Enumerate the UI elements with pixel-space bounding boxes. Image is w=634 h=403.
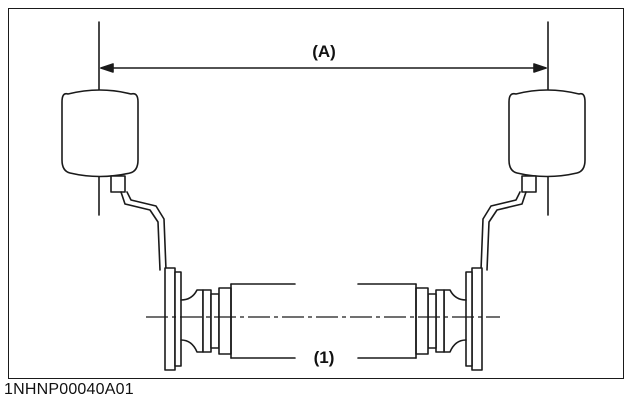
right-tire xyxy=(508,89,586,178)
left-flange xyxy=(164,267,204,371)
right-strut xyxy=(480,191,527,271)
dimension-label-a: (A) xyxy=(312,42,336,61)
left-tire xyxy=(61,89,139,178)
part-label-1: (1) xyxy=(314,348,335,367)
figure-code: 1NHNP00040A01 xyxy=(4,381,134,398)
right-hub-nub xyxy=(521,175,537,193)
left-strut xyxy=(120,191,167,271)
right-flange xyxy=(443,267,483,371)
right-axle-housing xyxy=(357,283,445,359)
left-axle-housing xyxy=(202,283,296,359)
left-hub-nub xyxy=(110,175,126,193)
dimension-line-a xyxy=(100,63,547,73)
